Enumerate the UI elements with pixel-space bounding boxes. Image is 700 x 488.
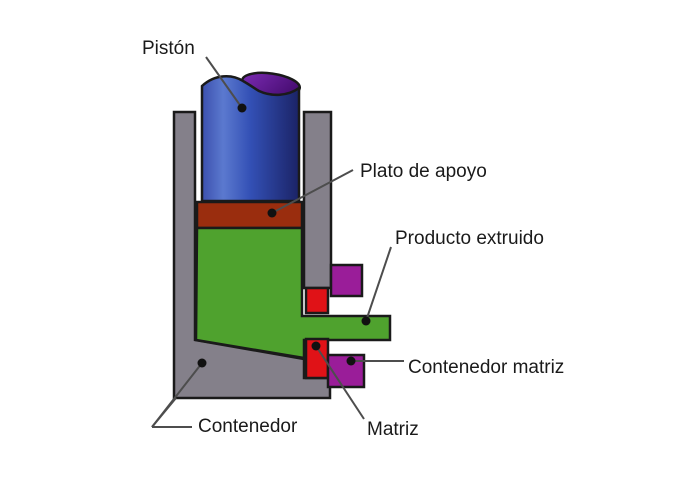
- container-leader-line-corner: [151, 397, 177, 428]
- die-container-leader-dot: [346, 356, 356, 366]
- extruded-product-leader-dot: [361, 316, 371, 326]
- backing-plate-label: Plato de apoyo: [360, 161, 487, 182]
- die-label: Matriz: [367, 419, 419, 440]
- die-container-label: Contenedor matriz: [408, 357, 564, 378]
- container-label: Contenedor: [198, 416, 298, 437]
- container-body: [172, 110, 332, 400]
- backing-plate-leader-dot: [267, 208, 277, 218]
- die-upper-block: [304, 286, 330, 315]
- extruded-product-leader-line: [365, 246, 392, 322]
- die-leader-line: [315, 345, 365, 420]
- extruded-product-label: Producto extruido: [395, 228, 544, 249]
- die-container-upper-block: [329, 263, 364, 298]
- billet-and-extrudate: [194, 226, 392, 360]
- piston-label: Pistón: [142, 38, 195, 59]
- piston-leader-dot: [237, 103, 247, 113]
- die-leader-dot: [311, 341, 321, 351]
- piston-leader-line: [205, 56, 243, 109]
- piston-cylinder: [200, 75, 301, 203]
- backing-plate-leader-line: [271, 169, 354, 214]
- container-leader-dot: [197, 358, 207, 368]
- container-right-wall: [302, 110, 333, 290]
